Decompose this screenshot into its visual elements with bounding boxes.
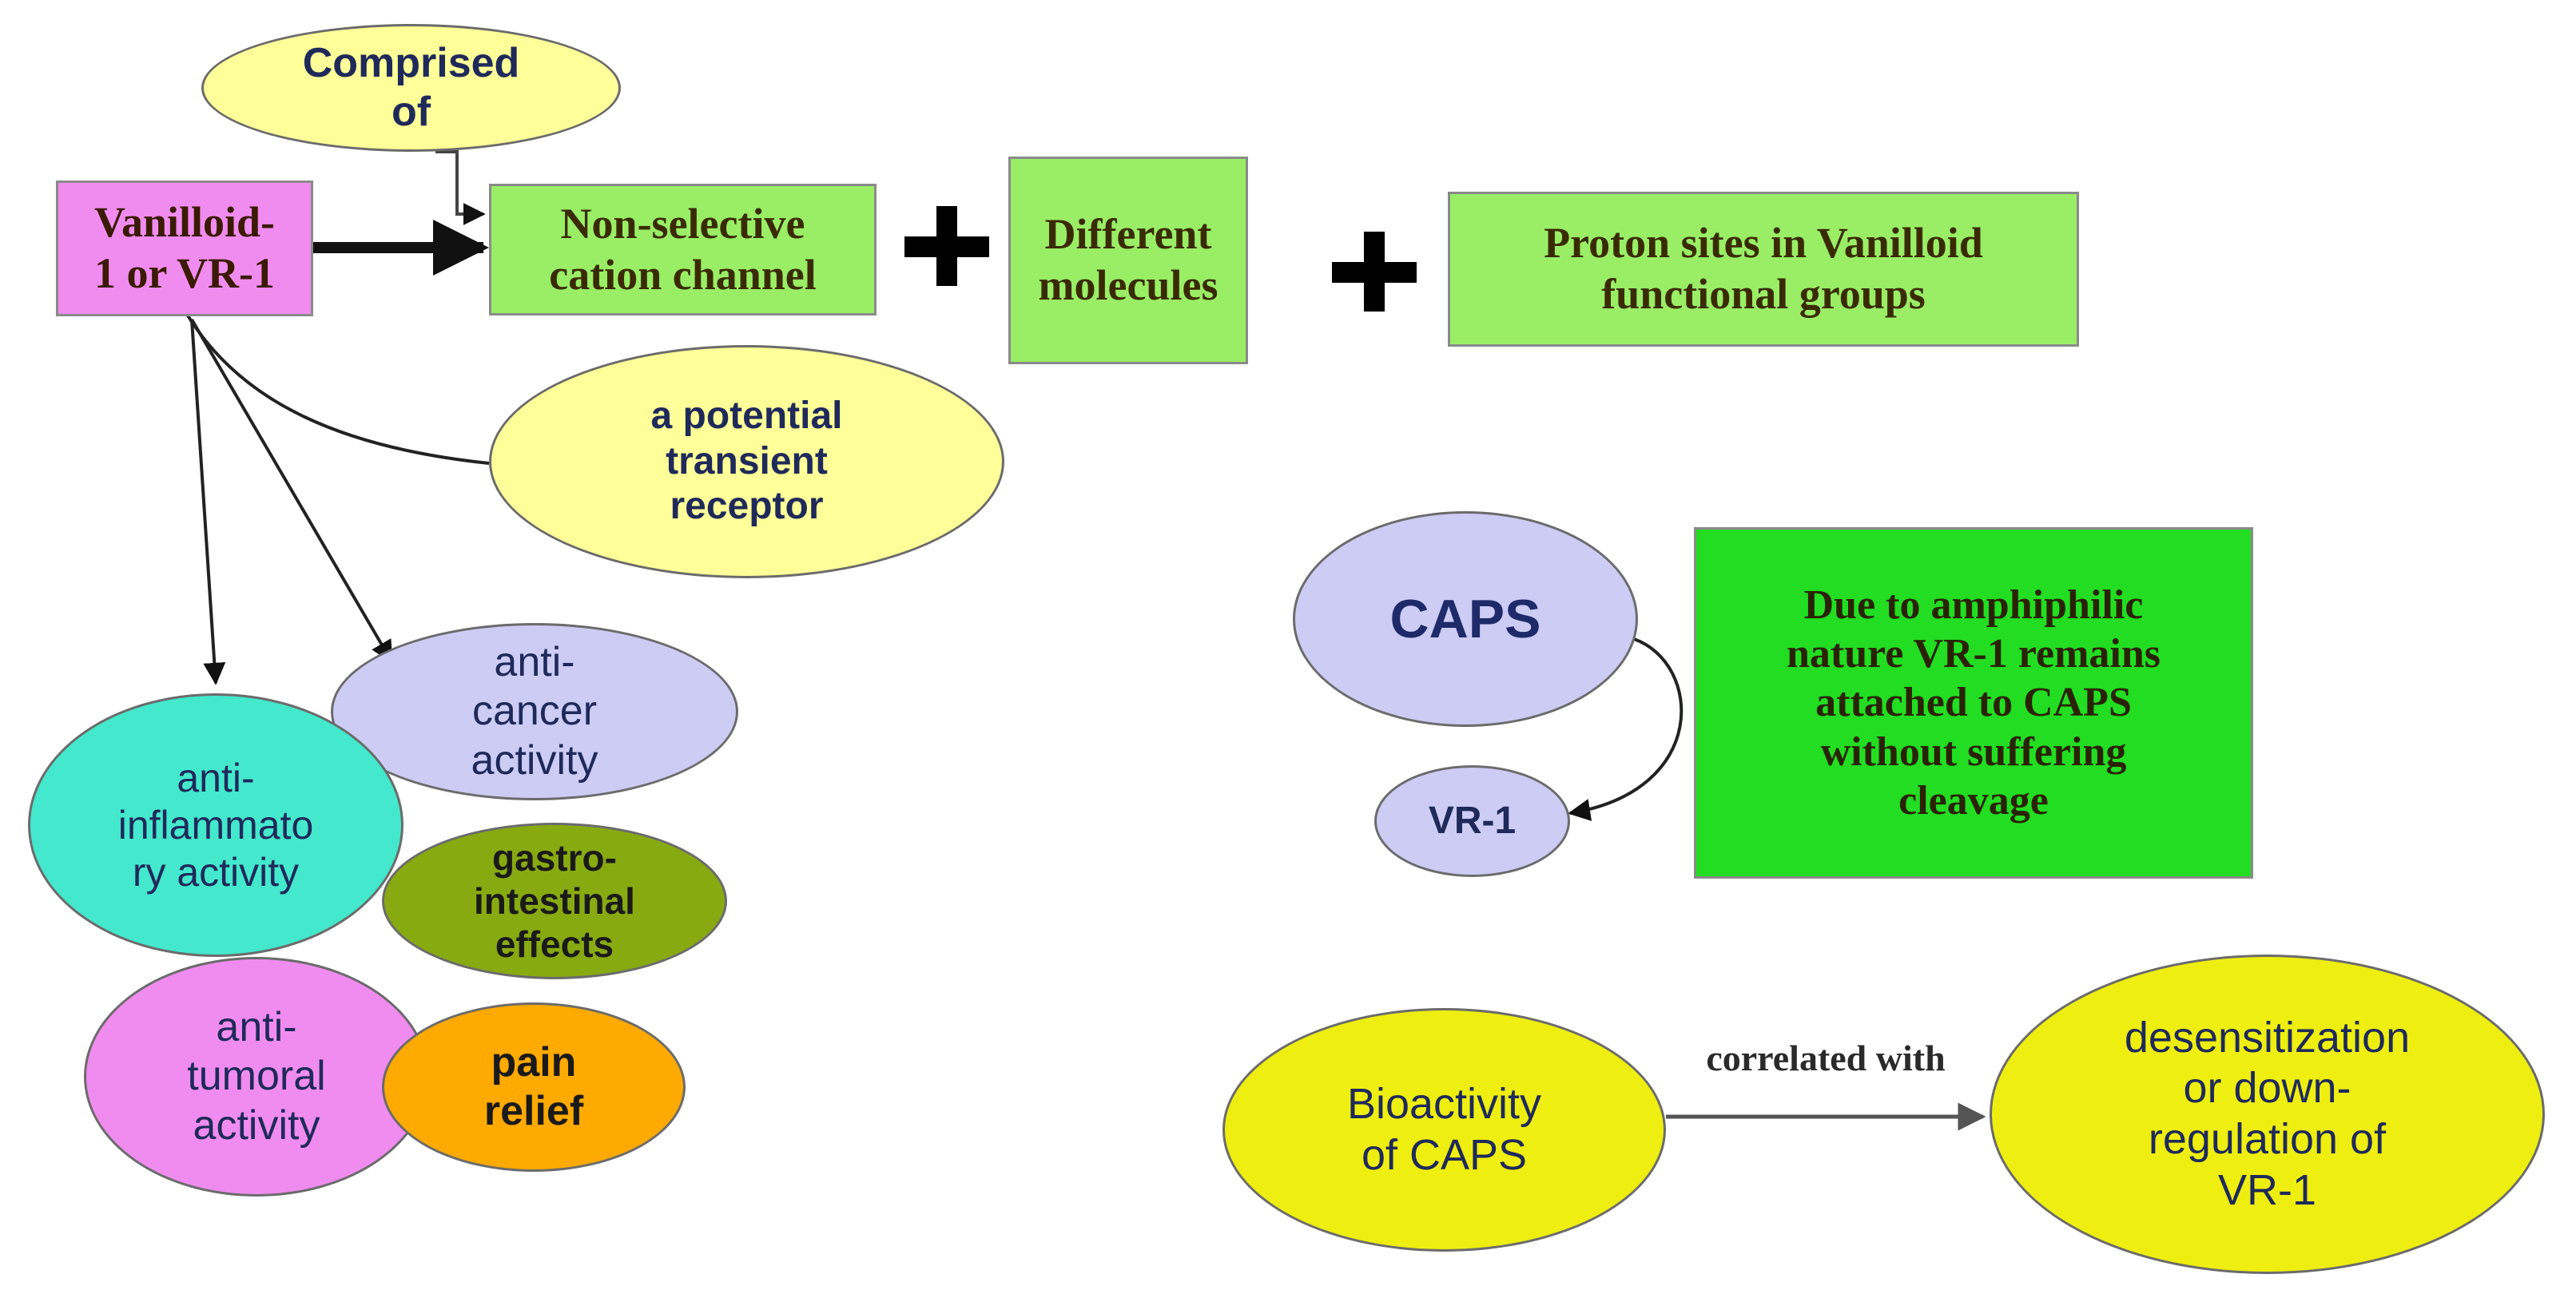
- anti-inflammatory-label: anti- inflammato ry activity: [117, 755, 314, 895]
- non-selective-label: Non-selective cation channel: [549, 199, 817, 299]
- plus-sign-1-vertical: [936, 206, 957, 286]
- edge-comprised-to-channel: [435, 150, 486, 225]
- non-selective-box: Non-selective cation channel: [489, 184, 877, 316]
- comprised-of-label: Comprised of: [302, 39, 520, 135]
- gastro-intestinal-ellipse: gastro- intestinal effects: [382, 823, 727, 979]
- correlated-with-label: correlated with: [1706, 1037, 1946, 1078]
- bioactivity-ellipse: Bioactivity of CAPS: [1222, 1008, 1666, 1252]
- amphiphilic-box: Due to amphiphilic nature VR-1 remains a…: [1694, 527, 2253, 879]
- potential-receptor-ellipse: a potential transient receptor: [489, 345, 1004, 578]
- pain-relief-ellipse: pain relief: [382, 1002, 686, 1172]
- anti-cancer-label: anti- cancer activity: [471, 638, 598, 784]
- vr1-main-box: Vanilloid- 1 or VR-1: [56, 181, 313, 316]
- amphiphilic-label: Due to amphiphilic nature VR-1 remains a…: [1787, 582, 2161, 824]
- anti-inflammatory-ellipse: anti- inflammato ry activity: [28, 693, 403, 957]
- pain-relief-label: pain relief: [483, 1038, 584, 1134]
- different-molecules-label: Different molecules: [1038, 210, 1218, 309]
- desensitization-ellipse: desensitization or down- regulation of V…: [1990, 955, 2545, 1274]
- anti-tumoral-label: anti- tumoral activity: [187, 1003, 326, 1149]
- edge-vr1-to-anti-inflammatory: [190, 319, 226, 685]
- desensitization-label: desensitization or down- regulation of V…: [2124, 1013, 2411, 1214]
- different-molecules-box: Different molecules: [1008, 157, 1248, 364]
- comprised-of-ellipse: Comprised of: [201, 24, 621, 152]
- proton-sites-label: Proton sites in Vanilloid functional gro…: [1544, 219, 1983, 318]
- edge-vr1-to-receptor: [186, 314, 490, 465]
- edge-vr1-to-anti-cancer: [190, 318, 393, 664]
- caps-label: CAPS: [1389, 588, 1541, 649]
- proton-sites-box: Proton sites in Vanilloid functional gro…: [1448, 192, 2079, 347]
- plus-sign-2-vertical: [1364, 232, 1385, 312]
- anti-cancer-ellipse: anti- cancer activity: [331, 623, 738, 800]
- vr1-small-ellipse: VR-1: [1374, 765, 1570, 877]
- caps-ellipse: CAPS: [1293, 511, 1638, 727]
- anti-tumoral-ellipse: anti- tumoral activity: [84, 957, 429, 1197]
- bioactivity-label: Bioactivity of CAPS: [1346, 1079, 1542, 1179]
- gastro-intestinal-label: gastro- intestinal effects: [474, 836, 635, 966]
- vr1-small-label: VR-1: [1428, 799, 1517, 842]
- correlated-with-label-box: correlated with: [1666, 1030, 1986, 1086]
- vr1-main-label: Vanilloid- 1 or VR-1: [93, 198, 276, 297]
- edge-caps-to-vr1: [1568, 637, 1684, 821]
- potential-receptor-label: a potential transient receptor: [650, 395, 843, 528]
